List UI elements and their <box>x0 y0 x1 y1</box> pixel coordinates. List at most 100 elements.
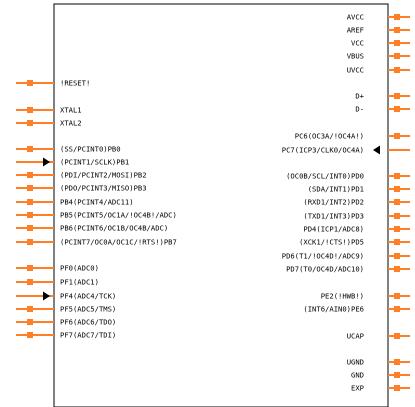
pin-right-22: EXP <box>351 384 410 393</box>
right-pin-group: AVCCAREFVCCVBUSUVCCD+D-PC6(OC3A/!OC4A!)P… <box>282 13 410 393</box>
pin-end-square-icon <box>27 265 33 271</box>
pin-end-square-icon <box>27 146 33 152</box>
pin-end-square-icon <box>27 120 33 126</box>
pin-end-square-icon <box>394 266 400 272</box>
pin-label: PB5(PCINT5/OC1A/!OC4B!/ADC) <box>60 211 177 220</box>
pin-label: UVCC <box>347 66 364 75</box>
pin-left-15: PF6(ADC6/TDO) <box>16 318 116 327</box>
pin-label: PF6(ADC6/TDO) <box>60 318 116 327</box>
pin-right-13: PD4(ICP1/ADC8) <box>303 225 410 234</box>
input-arrow-icon <box>373 145 380 155</box>
pin-end-square-icon <box>27 80 33 86</box>
pin-label: PF0(ADC0) <box>60 264 99 273</box>
pin-label: UCAP <box>347 332 364 341</box>
pin-label: PC7(ICP3/CLK0/OC4A) <box>282 146 364 155</box>
pin-end-square-icon <box>394 67 400 73</box>
pin-label: (TXD1/INT3)PD3 <box>303 212 364 221</box>
pin-left-6: (PDO/PCINT3/MISO)PB3 <box>16 184 147 193</box>
pin-left-10: (PCINT7/OC0A/OC1C/!RTS!)PB7 <box>16 238 177 247</box>
pin-end-square-icon <box>27 199 33 205</box>
pin-label: PD4(ICP1/ADC8) <box>303 225 364 234</box>
pin-left-0: !RESET! <box>16 79 90 88</box>
pin-label: AVCC <box>347 13 364 22</box>
pin-end-square-icon <box>27 172 33 178</box>
pin-right-20: UGND <box>347 358 410 367</box>
pin-label: (OC0B/SCL/INT0)PD0 <box>286 172 364 181</box>
pin-label: D+ <box>355 92 364 101</box>
pin-left-1: XTAL1 <box>16 106 82 115</box>
pin-end-square-icon <box>27 239 33 245</box>
pin-label: (PDO/PCINT3/MISO)PB3 <box>60 184 147 193</box>
pin-left-2: XTAL2 <box>16 119 82 128</box>
pin-end-square-icon <box>27 107 33 113</box>
pin-right-8: PC7(ICP3/CLK0/OC4A) <box>282 145 410 155</box>
pin-label: PF5(ADC5/TMS) <box>60 305 116 314</box>
chip-body-outline <box>53 3 389 407</box>
pin-right-7: PC6(OC3A/!OC4A!) <box>295 132 410 141</box>
pin-label: PD7(T0/OC4D/ADC10) <box>286 265 364 274</box>
pin-right-9: (OC0B/SCL/INT0)PD0 <box>286 172 410 181</box>
pin-right-19: UCAP <box>347 332 410 341</box>
pin-right-0: AVCC <box>347 13 410 22</box>
pin-left-3: (SS/PCINT0)PB0 <box>16 145 121 154</box>
input-arrow-icon <box>43 157 50 167</box>
pin-label: PE2(!HWB!) <box>321 292 364 301</box>
pin-left-11: PF0(ADC0) <box>16 264 99 273</box>
pin-end-square-icon <box>394 93 400 99</box>
pin-label: VCC <box>351 39 364 48</box>
pin-end-square-icon <box>394 293 400 299</box>
pin-end-square-icon <box>394 333 400 339</box>
pin-label: PF1(ADC1) <box>60 278 99 287</box>
pin-label: PB6(PCINT6/OC1B/OC4B/ADC) <box>60 224 168 233</box>
pin-right-10: (SDA/INT1)PD1 <box>308 185 410 194</box>
pin-end-square-icon <box>394 186 400 192</box>
pin-right-21: GND <box>351 371 410 380</box>
pin-label: (SDA/INT1)PD1 <box>308 185 364 194</box>
pin-end-square-icon <box>27 279 33 285</box>
pin-right-11: (RXD1/INT2)PD2 <box>303 198 410 207</box>
pin-label: D- <box>355 105 364 114</box>
pin-label: UGND <box>347 358 364 367</box>
pin-end-square-icon <box>394 385 400 391</box>
pin-end-square-icon <box>27 306 33 312</box>
pin-end-square-icon <box>394 106 400 112</box>
pin-right-16: PD7(T0/OC4D/ADC10) <box>286 265 410 274</box>
pin-left-5: (PDI/PCINT2/MOSI)PB2 <box>16 171 147 180</box>
pin-end-square-icon <box>394 306 400 312</box>
pin-left-16: PF7(ADC7/TDI) <box>16 331 116 340</box>
pin-label: !RESET! <box>60 79 90 88</box>
pin-end-square-icon <box>394 40 400 46</box>
pin-label: XTAL1 <box>60 106 82 115</box>
pin-label: (INT6/AIN0)PE6 <box>303 305 364 314</box>
pin-right-17: PE2(!HWB!) <box>321 292 410 301</box>
pin-right-6: D- <box>355 105 410 114</box>
pin-right-5: D+ <box>355 92 410 101</box>
pin-left-12: PF1(ADC1) <box>16 278 99 287</box>
pin-right-14: (XCK1/!CTS!)PD5 <box>299 238 410 247</box>
pin-right-15: PD6(T1/!OC4D!/ADC9) <box>282 252 410 261</box>
pin-end-square-icon <box>27 319 33 325</box>
pin-label: (PCINT1/SCLK)PB1 <box>60 158 129 167</box>
pin-end-square-icon <box>27 212 33 218</box>
pin-label: (PDI/PCINT2/MOSI)PB2 <box>60 171 147 180</box>
pin-right-12: (TXD1/INT3)PD3 <box>303 212 410 221</box>
pin-end-square-icon <box>394 226 400 232</box>
pin-label: PF4(ADC4/TCK) <box>60 292 116 301</box>
pin-left-14: PF5(ADC5/TMS) <box>16 305 116 314</box>
pin-left-13: PF4(ADC4/TCK) <box>16 291 116 301</box>
pin-label: (RXD1/INT2)PD2 <box>303 198 364 207</box>
pin-end-square-icon <box>394 359 400 365</box>
input-arrow-icon <box>43 291 50 301</box>
pin-label: PB4(PCINT4/ADC11) <box>60 198 134 207</box>
pin-end-square-icon <box>394 27 400 33</box>
pin-left-8: PB5(PCINT5/OC1A/!OC4B!/ADC) <box>16 211 177 220</box>
pin-end-square-icon <box>394 53 400 59</box>
pin-label: (SS/PCINT0)PB0 <box>60 145 121 154</box>
pin-label: AREF <box>347 26 364 35</box>
pin-end-square-icon <box>394 372 400 378</box>
pin-right-1: AREF <box>347 26 410 35</box>
pin-left-7: PB4(PCINT4/ADC11) <box>16 198 134 207</box>
pin-label: (XCK1/!CTS!)PD5 <box>299 238 364 247</box>
